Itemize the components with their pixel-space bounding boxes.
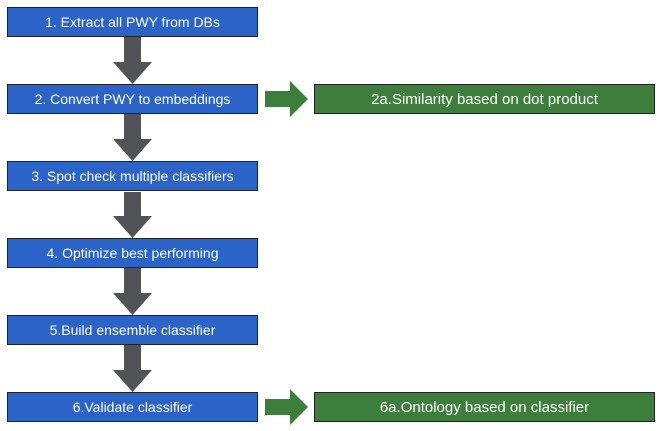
side-arrow-6-6a: [265, 389, 308, 425]
step-6-box: 6.Validate classifier: [7, 392, 258, 422]
branch-2a-label: 2a.Similarity based on dot product: [371, 90, 598, 108]
down-arrow-2-3: [113, 114, 152, 161]
step-4-box: 4. Optimize best performing: [7, 238, 258, 268]
branch-2a-box: 2a.Similarity based on dot product: [314, 84, 655, 114]
step-1-label: 1. Extract all PWY from DBs: [45, 14, 220, 30]
step-4-label: 4. Optimize best performing: [46, 245, 219, 261]
down-arrow-4-5: [113, 268, 152, 315]
branch-6a-label: 6a.Ontology based on classifier: [379, 398, 590, 416]
step-1-box: 1. Extract all PWY from DBs: [7, 7, 258, 37]
step-5-box: 5.Build ensemble classifier: [7, 315, 258, 345]
down-arrow-3-4: [113, 192, 152, 238]
step-5-label: 5.Build ensemble classifier: [49, 322, 216, 338]
branch-6a-box: 6a.Ontology based on classifier: [314, 392, 655, 422]
side-arrow-2-2a: [265, 81, 308, 117]
step-3-label: 3. Spot check multiple classifiers: [31, 168, 234, 184]
step-3-box: 3. Spot check multiple classifiers: [7, 161, 258, 191]
down-arrow-1-2: [113, 37, 152, 84]
step-6-label: 6.Validate classifier: [72, 399, 193, 415]
down-arrow-5-6: [113, 345, 152, 392]
step-2-label: 2. Convert PWY to embeddings: [34, 91, 231, 107]
step-2-box: 2. Convert PWY to embeddings: [7, 84, 258, 114]
